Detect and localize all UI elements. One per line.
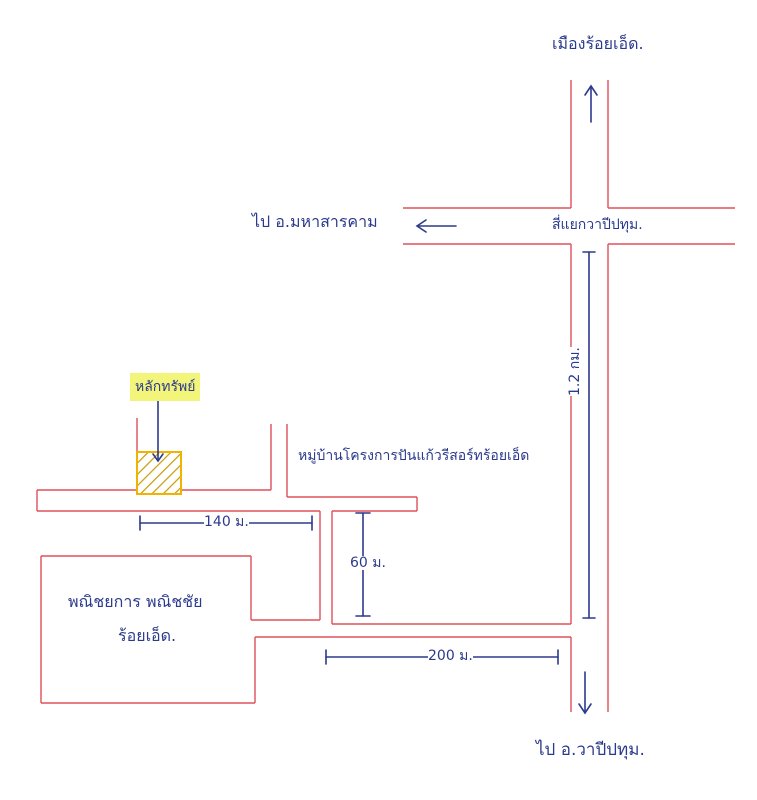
school-name-line1: พณิชยการ พณิชชัย: [68, 592, 203, 611]
distance-140m-label: 140 ม.: [204, 514, 249, 530]
arrow-left-icon: [415, 219, 457, 233]
arrow-up-icon: [584, 84, 598, 123]
connector-road: [254, 511, 572, 703]
soi-road: [36, 418, 418, 512]
north-south-road: [570, 80, 609, 712]
distance-1-2km-label: 1.2 กม.: [567, 347, 583, 396]
junction-label: สี่แยกวาปีปทุม.: [552, 217, 643, 233]
village-label: หมู่บ้านโครงการปันแก้วรีสอร์ทร้อยเอ็ด: [298, 448, 530, 464]
school-name-line2: ร้อยเอ็ด.: [118, 626, 177, 645]
south-destination-label: ไป อ.วาปีปทุม.: [536, 740, 645, 760]
arrow-down-icon: [578, 671, 592, 715]
east-west-road: [403, 207, 735, 245]
distance-60m-label: 60 ม.: [350, 555, 386, 571]
school-block: [40, 555, 320, 704]
west-destination-label: ไป อ.มหาสารคาม: [252, 212, 378, 231]
north-destination-label: เมืองร้อยเอ็ด.: [552, 34, 644, 53]
dimension-vertical-1-2km: [582, 251, 596, 619]
distance-200m-label: 200 ม.: [428, 648, 473, 664]
landmark-badge: หลักทรัพย์: [130, 373, 201, 401]
